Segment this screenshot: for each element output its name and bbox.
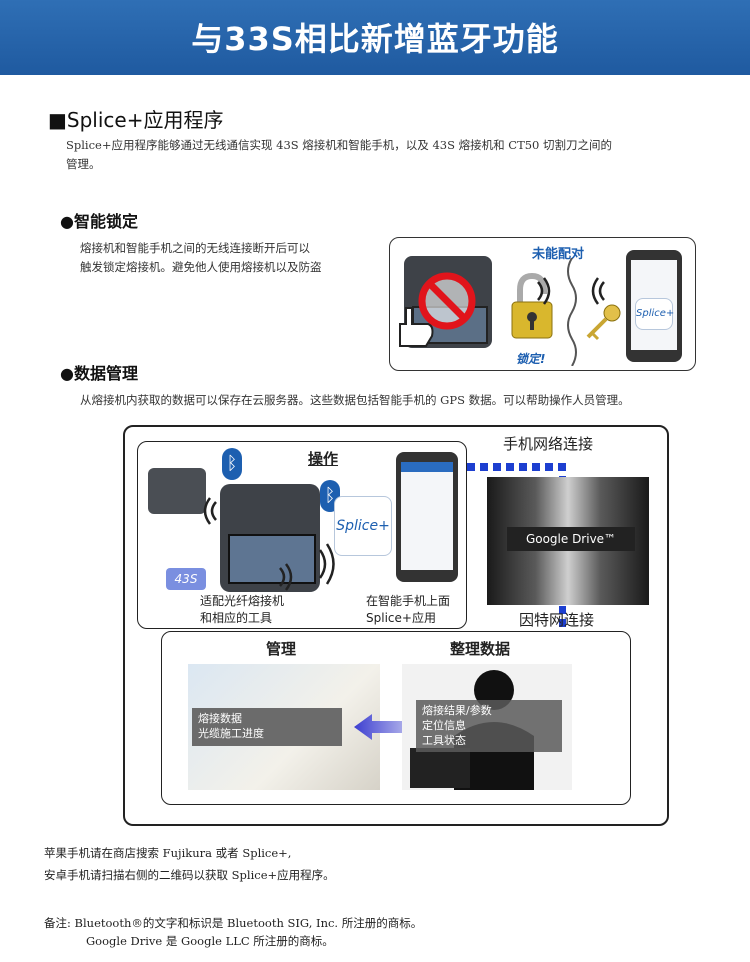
page-title: 与33S相比新增蓝牙功能: [191, 20, 559, 58]
smart-lock-desc-line-2: 触发锁定熔接机。避免他人使用熔接机以及防盗: [80, 260, 322, 274]
organize-info-line-3: 工具状态: [422, 734, 466, 747]
organize-label: 整理数据: [450, 640, 511, 658]
signal-icon-a: [203, 497, 217, 525]
intro-line-1: Splice+应用程序能够通过无线通信实现 43S 熔接机和智能手机，以及 43…: [66, 138, 613, 152]
locked-label: 锁定!: [516, 352, 546, 366]
wavy-divider: [567, 258, 577, 366]
splice-logo: Splice+: [635, 298, 674, 330]
google-drive-label: Google Drive™: [507, 527, 635, 551]
key-icon: [586, 304, 621, 341]
phone-caption-line-2: Splice+应用: [366, 611, 436, 625]
manage-info-line-2: 光缆施工进度: [198, 727, 264, 740]
mobile-network-link: [467, 463, 567, 471]
signal-icon-left: [537, 277, 551, 305]
section-intro: Splice+应用程序能够通过无线通信实现 43S 熔接机和智能手机，以及 43…: [66, 136, 716, 174]
smartphone-image: Splice+: [626, 250, 682, 362]
internet-label: 因特网连接: [519, 611, 595, 629]
trademark-note-2: Google Drive 是 Google LLC 所注册的商标。: [86, 934, 334, 948]
cleaver-image: [148, 468, 206, 514]
splicer-43s-image: [220, 484, 320, 592]
bluetooth-icon-1: ᛒ: [222, 448, 242, 480]
manage-info-box: 熔接数据 光缆施工进度: [192, 708, 342, 746]
organize-info-line-2: 定位信息: [422, 719, 466, 732]
diagram-smartphone: [396, 452, 458, 582]
intro-line-2: 管理。: [66, 157, 101, 171]
hand-icon: [399, 307, 434, 347]
splice-app-logo: Splice+: [334, 496, 392, 556]
title-banner: 与33S相比新增蓝牙功能: [0, 0, 750, 75]
smart-lock-desc-line-1: 熔接机和智能手机之间的无线连接断开后可以: [80, 241, 310, 255]
operation-panel: 操作 ᛒ ᛒ 43S Splice+ 适配光纤熔接机 和相应的工具 在智能手机: [137, 441, 467, 629]
manage-label: 管理: [266, 640, 297, 658]
map-screen-image: 熔接数据 光缆施工进度: [188, 664, 380, 790]
signal-icon-b: [279, 563, 293, 591]
organize-info-line-1: 熔接结果/参数: [422, 704, 492, 717]
padlock-icon: [511, 272, 553, 339]
operation-label: 操作: [308, 450, 339, 468]
smart-lock-illustration: 锁定! 未能配对 Splice+: [389, 237, 696, 371]
android-instruction: 安卓手机请扫描右侧的二维码以获取 Splice+应用程序。: [44, 868, 335, 882]
smart-lock-heading: ●智能锁定: [60, 212, 138, 231]
analyst-image: 熔接结果/参数 定位信息 工具状态: [402, 664, 572, 790]
phone-caption: 在智能手机上面 Splice+应用: [366, 592, 450, 626]
signal-icon-right: [591, 277, 605, 305]
section-heading: ■Splice+应用程序: [48, 108, 224, 132]
mobile-network-label: 手机网络连接: [503, 435, 594, 453]
trademark-note-1: 备注: Bluetooth®的文字和标识是 Bluetooth SIG, Inc…: [44, 916, 423, 930]
model-badge: 43S: [166, 568, 206, 590]
tool-caption-line-1: 适配光纤熔接机: [200, 594, 285, 608]
tool-caption: 适配光纤熔接机 和相应的工具: [200, 592, 284, 626]
arrow-left-icon: [354, 714, 418, 740]
phone-caption-line-1: 在智能手机上面: [366, 594, 451, 608]
organize-info-box: 熔接结果/参数 定位信息 工具状态: [416, 700, 562, 752]
data-mgmt-desc: 从熔接机内获取的数据可以保存在云服务器。这些数据包括智能手机的 GPS 数据。可…: [80, 393, 630, 407]
data-mgmt-heading: ●数据管理: [60, 364, 138, 383]
signal-icon-c: [318, 543, 335, 585]
smart-lock-desc: 熔接机和智能手机之间的无线连接断开后可以 触发锁定熔接机。避免他人使用熔接机以及…: [80, 239, 380, 277]
manage-info-line-1: 熔接数据: [198, 712, 242, 725]
tool-caption-line-2: 和相应的工具: [200, 611, 273, 625]
ios-instruction: 苹果手机请在商店搜索 Fujikura 或者 Splice+,: [44, 846, 292, 860]
cloud-server-image: Google Drive™: [487, 477, 649, 605]
management-panel: 管理 整理数据 熔接数据 光缆施工进度: [161, 631, 631, 805]
data-flow-diagram: 操作 ᛒ ᛒ 43S Splice+ 适配光纤熔接机 和相应的工具 在智能手机: [123, 425, 669, 826]
prohibit-icon: [418, 272, 476, 330]
